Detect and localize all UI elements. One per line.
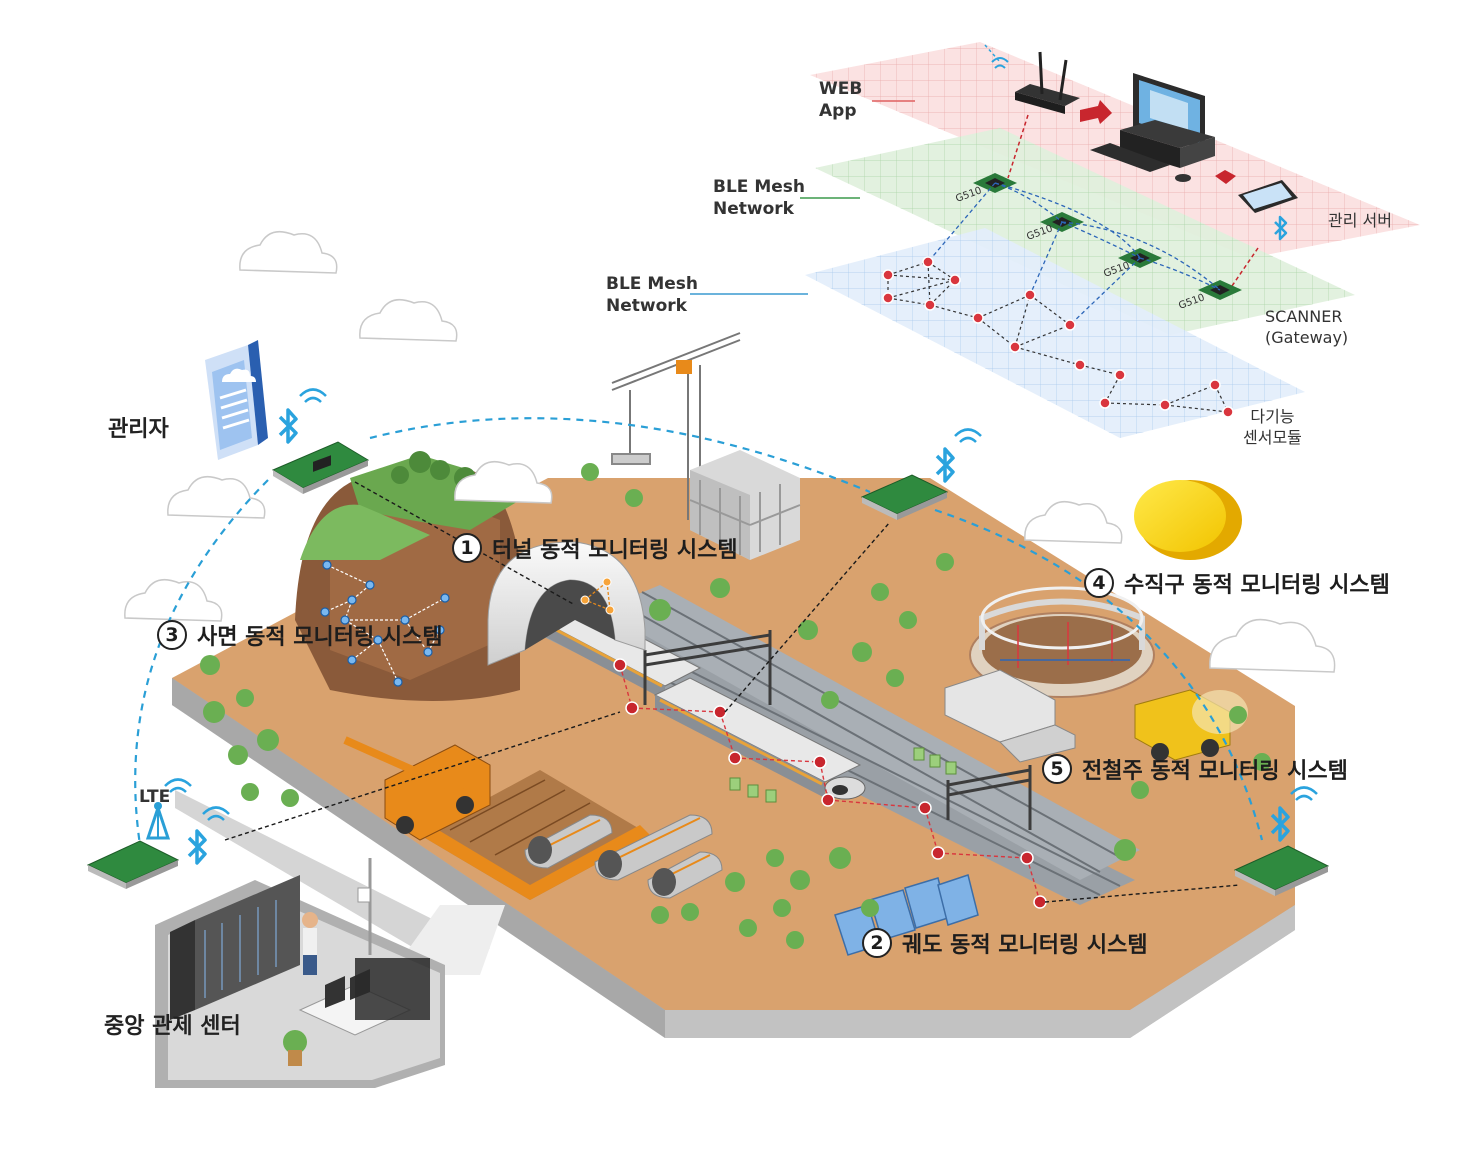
ble-top-line2: Network	[713, 199, 794, 219]
router-icon	[1015, 51, 1080, 114]
wifi-link	[984, 44, 1001, 63]
system-1-number: 1	[452, 533, 482, 563]
scanner-line1: SCANNER	[1265, 307, 1343, 326]
bluetooth-icon	[1274, 215, 1288, 241]
system-3-label: 사면 동적 모니터링 시스템	[197, 625, 443, 650]
truck-vehicle	[944, 669, 1076, 763]
desk-workstation-icon	[298, 958, 430, 1036]
catenary-masts	[643, 630, 1032, 830]
gateway-links	[927, 182, 1221, 326]
tunnel-portal	[487, 541, 646, 666]
pipes	[524, 814, 723, 899]
sensor-line2: 센서모듈	[1243, 428, 1302, 447]
ble-bottom-line1: BLE Mesh	[606, 274, 698, 294]
train-lower	[653, 677, 866, 800]
system-4-number: 4	[1084, 568, 1114, 598]
central-center-label: 중앙 관제 센터	[104, 1014, 241, 1039]
walkway	[175, 790, 490, 975]
server-rack-icon	[170, 875, 300, 1020]
system-2-track: 2 궤도 동적 모니터링 시스템	[862, 927, 1148, 959]
trees	[200, 463, 1271, 949]
manager-label: 관리자	[108, 417, 169, 442]
rail-sensors	[613, 658, 1047, 909]
web-label-line2: App	[819, 101, 857, 121]
ble-top-label: BLE Mesh Network	[713, 176, 805, 220]
scanner-label: SCANNER (Gateway)	[1265, 306, 1348, 348]
web-app-label: WEB App	[819, 78, 862, 122]
person-icon	[302, 912, 318, 975]
system-5-number: 5	[1042, 754, 1072, 784]
system-2-number: 2	[862, 928, 892, 958]
web-label-line1: WEB	[819, 79, 863, 99]
system-1-label: 터널 동적 모니터링 시스템	[492, 538, 738, 563]
lte-tower-icon	[145, 802, 171, 840]
vertical-shaft	[969, 586, 1155, 698]
wifi-icon	[164, 388, 1318, 821]
system-2-label: 궤도 동적 모니터링 시스템	[902, 933, 1148, 958]
system-3-number: 3	[157, 620, 187, 650]
communication-arcs	[134, 417, 1264, 846]
sensor-line1: 다기능	[1250, 407, 1295, 426]
excavation-pit	[420, 770, 650, 900]
sun-icon	[1134, 480, 1242, 560]
wifi-icon	[991, 57, 1009, 69]
lte-label: LTE	[139, 787, 171, 807]
tablet-icon	[1238, 180, 1298, 213]
server-label: 관리 서버	[1328, 211, 1392, 230]
signpost	[357, 858, 372, 955]
manager-phone-icon	[205, 340, 268, 460]
system-4-shaft: 4 수직구 동적 모니터링 시스템	[1084, 567, 1390, 599]
arrow-icon	[1080, 100, 1112, 124]
pcb-gateway-icon	[86, 441, 1330, 896]
system-5-label: 전철주 동적 모니터링 시스템	[1082, 759, 1348, 784]
system-4-label: 수직구 동적 모니터링 시스템	[1124, 573, 1390, 598]
arrow-small-icon	[1215, 170, 1236, 184]
ble-bottom-line2: Network	[606, 296, 687, 316]
mouse-icon	[1175, 174, 1191, 182]
sensor-mesh	[882, 256, 1234, 418]
sensor-module-label: 다기능 센서모듈	[1243, 406, 1302, 448]
system-5-pole: 5 전철주 동적 모니터링 시스템	[1042, 753, 1348, 785]
ble-bottom-label: BLE Mesh Network	[606, 273, 698, 317]
trackside-boxes	[729, 747, 957, 803]
ble-top-line1: BLE Mesh	[713, 177, 805, 197]
layer-ble-bottom	[805, 228, 1305, 438]
scanner-line2: (Gateway)	[1265, 328, 1349, 347]
plant-icon	[283, 1030, 307, 1066]
crane-truck	[343, 736, 491, 841]
bluetooth-icon	[187, 408, 1290, 865]
building-under-construction	[689, 450, 801, 560]
server-computer-icon	[1120, 73, 1215, 168]
system-3-slope: 3 사면 동적 모니터링 시스템	[157, 619, 443, 651]
control-center	[155, 875, 445, 1088]
layer-connectors	[1007, 114, 1259, 287]
keyboard-icon	[1090, 143, 1191, 182]
cloud-icon	[124, 230, 1336, 673]
system-1-tunnel: 1 터널 동적 모니터링 시스템	[452, 532, 738, 564]
